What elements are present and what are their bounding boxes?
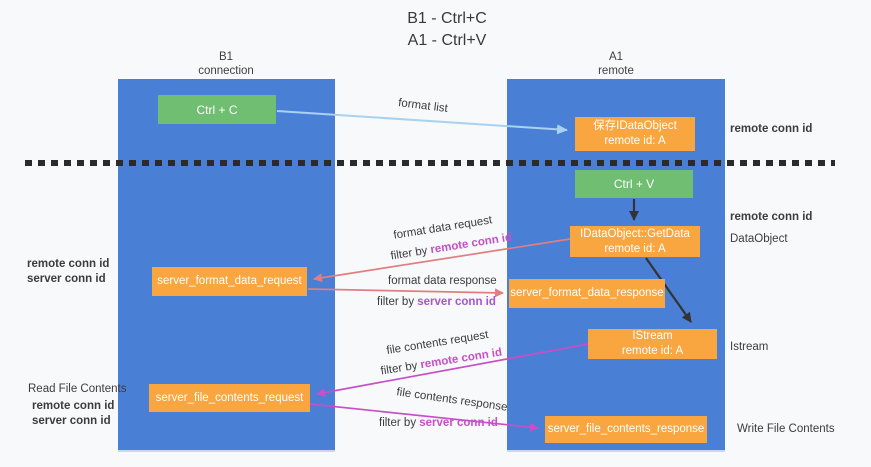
dataobject-annotation: DataObject (730, 233, 788, 245)
remote-conn-id-text: remote conn id (419, 346, 503, 372)
file-contents-response-filter-label: filter by server conn id (379, 417, 498, 429)
server-format-data-request-label: server_format_data_request (157, 275, 302, 288)
ctrl-v-label: Ctrl + V (613, 177, 655, 191)
node-ctrl-v: Ctrl + V (575, 170, 693, 198)
filter-by-text: filter by (389, 244, 432, 263)
write-file-contents-annotation: Write File Contents (737, 423, 835, 435)
ctrl-c-label: Ctrl + C (196, 102, 238, 117)
left-bottom-remote-conn-id: remote conn id (32, 400, 115, 412)
remote-conn-id-annotation-top: remote conn id (730, 123, 813, 135)
header-a1-line1: A1 (608, 51, 624, 63)
server-format-data-response-label: server_format_data_response (510, 287, 664, 300)
node-istream: IStream remote id: A (588, 329, 717, 359)
format-data-response-arrow (307, 288, 504, 298)
server-file-contents-request-label: server_file_contents_request (155, 391, 304, 404)
header-b1-line2: connection (198, 65, 254, 78)
swimlane-header-b1: B1 connection (166, 50, 286, 79)
file-contents-response-label: file contents response (395, 386, 509, 414)
getdata-line1: IDataObject::GetData (580, 227, 690, 240)
node-server-format-data-request: server_format_data_request (152, 267, 307, 296)
format-data-response-filter-label: filter by server conn id (377, 296, 496, 308)
server-file-contents-response-label: server_file_contents_response (547, 423, 705, 436)
title-line-1: B1 - Ctrl+C (407, 10, 487, 27)
section-divider-dashed-line (25, 160, 835, 166)
node-server-file-contents-response: server_file_contents_response (545, 416, 707, 443)
server-conn-id-text: server conn id (419, 417, 498, 429)
istream-line1: IStream (632, 330, 673, 343)
header-a1-line2: remote (598, 65, 634, 78)
filter-by-text: filter by (379, 359, 422, 378)
header-b1-line1: B1 (218, 51, 234, 63)
node-server-file-contents-request: server_file_contents_request (149, 384, 310, 412)
swimlane-header-a1: A1 remote (556, 50, 676, 79)
format-list-label: format list (397, 97, 449, 115)
diagram-title: B1 - Ctrl+C A1 - Ctrl+V (347, 8, 547, 53)
save-idataobject-line2: remote id: A (604, 135, 666, 147)
node-server-format-data-response: server_format_data_response (509, 279, 665, 308)
istream-annotation: Istream (730, 341, 769, 353)
server-conn-id-text: server conn id (417, 296, 496, 308)
read-file-contents-annotation: Read File Contents (28, 383, 127, 395)
remote-conn-id-annotation-mid: remote conn id (730, 211, 813, 223)
node-save-idataobject: 保存IDataObject remote id: A (575, 117, 695, 151)
node-idataobject-getdata: IDataObject::GetData remote id: A (570, 226, 700, 257)
save-idataobject-line1: 保存IDataObject (593, 120, 677, 133)
left-bottom-server-conn-id: server conn id (32, 415, 111, 427)
node-ctrl-c: Ctrl + C (158, 95, 276, 124)
format-data-response-label: format data response (388, 275, 497, 287)
title-line-2: A1 - Ctrl+V (407, 32, 487, 50)
getdata-line2: remote id: A (604, 242, 666, 255)
istream-line2: remote id: A (621, 345, 684, 357)
left-mid-remote-conn-id: remote conn id (27, 258, 110, 270)
left-mid-server-conn-id: server conn id (27, 273, 106, 285)
remote-conn-id-text: remote conn id (429, 231, 513, 257)
filter-by-text: filter by (377, 296, 418, 308)
filter-by-text: filter by (379, 417, 420, 429)
